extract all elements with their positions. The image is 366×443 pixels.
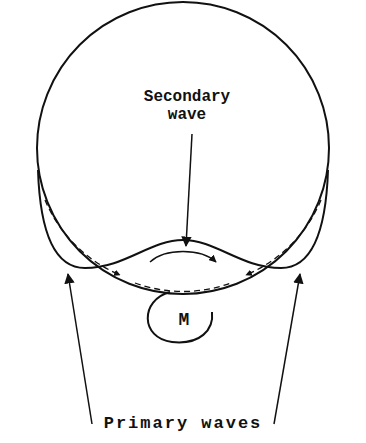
body-circle xyxy=(37,2,329,294)
point-label: M xyxy=(169,310,199,331)
part-label: Secondary wave xyxy=(135,88,239,125)
dashed-flow xyxy=(246,200,321,275)
leader-line xyxy=(68,274,92,424)
primary-wave xyxy=(38,170,328,268)
secondary-wave xyxy=(150,252,216,263)
leader-line xyxy=(186,134,192,246)
dashed-flow xyxy=(45,200,120,275)
part-label: Primary waves xyxy=(88,414,278,434)
dashed-flow xyxy=(135,283,231,291)
loop-curve xyxy=(148,292,212,342)
leader-line xyxy=(274,274,300,424)
